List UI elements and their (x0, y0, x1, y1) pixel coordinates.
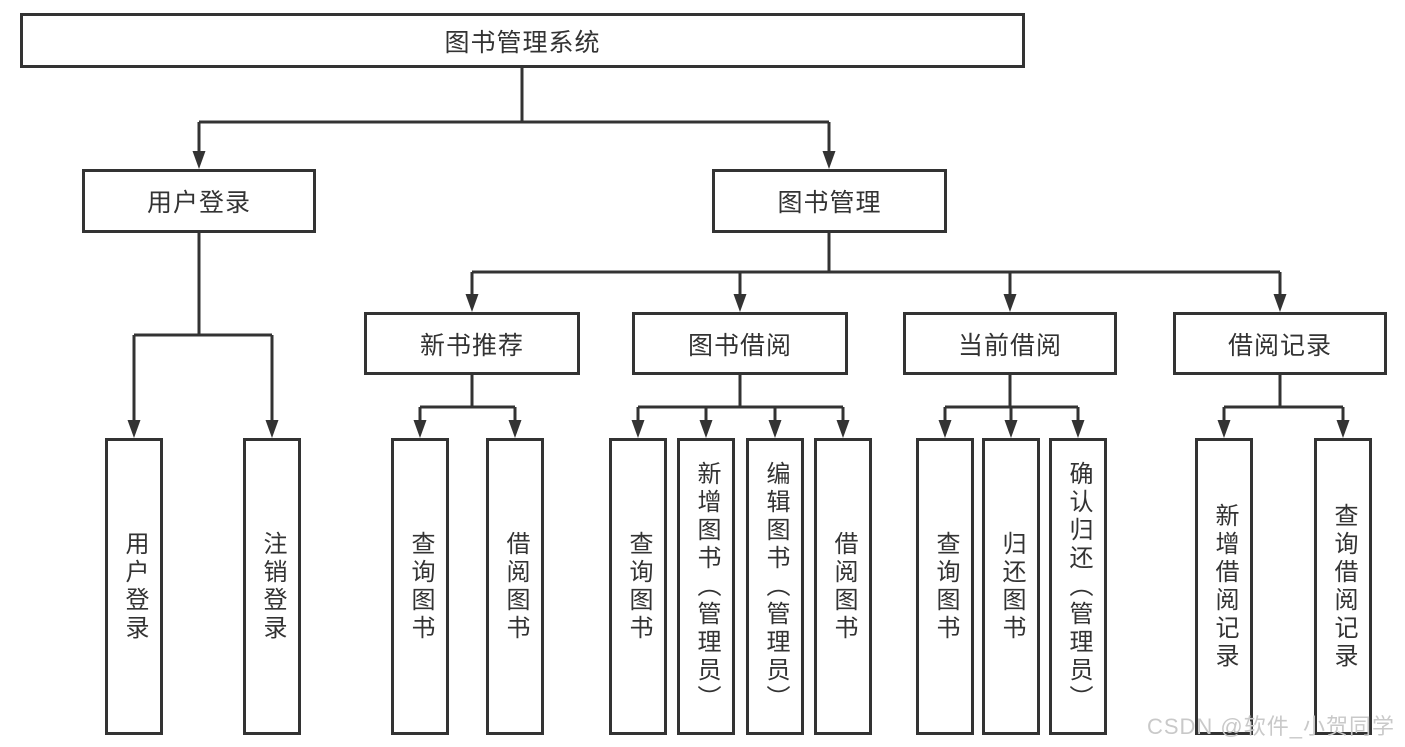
node-label: 当前借阅 (957, 331, 1062, 360)
node-label: 查询借阅记录 (1330, 502, 1357, 671)
edge-new-books-to-leaves (418, 375, 517, 424)
node-current-borrowing: 当前借阅 (903, 312, 1117, 375)
node-label: 确认归还（管理员） (1065, 460, 1092, 713)
arrowhead (631, 420, 645, 438)
leaf-user-login: 用户登录 (105, 438, 163, 735)
leaf-query-borrow-record: 查询借阅记录 (1314, 438, 1372, 735)
node-label: 借阅记录 (1227, 331, 1332, 360)
leaf-query-books-3: 查询图书 (916, 438, 974, 735)
node-label: 图书管理 (777, 189, 882, 217)
leaf-borrow-books-2: 借阅图书 (814, 438, 872, 735)
arrowhead (1004, 420, 1018, 438)
arrowhead (938, 420, 952, 438)
arrowhead (733, 294, 747, 312)
node-label: 新增借阅记录 (1211, 502, 1238, 671)
arrowhead (699, 420, 713, 438)
leaf-edit-books-admin: 编辑图书（管理员） (746, 438, 804, 735)
leaf-add-borrow-record: 新增借阅记录 (1195, 438, 1253, 735)
node-label: 新书推荐 (419, 331, 524, 360)
node-user-login: 用户登录 (82, 169, 316, 233)
leaf-add-books-admin: 新增图书（管理员） (677, 438, 735, 735)
node-book-management: 图书管理 (712, 169, 947, 233)
arrowhead (1071, 420, 1085, 438)
node-label: 编辑图书（管理员） (762, 460, 789, 713)
arrowhead (127, 420, 141, 438)
leaf-query-books-1: 查询图书 (391, 438, 449, 735)
node-label: 查询图书 (932, 530, 959, 643)
node-label: 图书借阅 (687, 331, 792, 360)
arrowhead (192, 151, 206, 169)
node-label: 注销登录 (259, 530, 286, 643)
edge-user-login-to-leaves (132, 233, 274, 424)
node-label: 查询图书 (407, 530, 434, 643)
leaf-confirm-return-admin: 确认归还（管理员） (1049, 438, 1107, 735)
arrowhead (768, 420, 782, 438)
node-new-book-recommend: 新书推荐 (364, 312, 580, 375)
arrowhead (508, 420, 522, 438)
edge-book-borrow-to-leaves (636, 375, 845, 424)
node-label: 借阅图书 (502, 530, 529, 643)
edge-borrow-records-to-leaves (1222, 375, 1345, 424)
node-label: 查询图书 (625, 530, 652, 643)
arrowhead (1336, 420, 1350, 438)
node-book-borrowing: 图书借阅 (632, 312, 848, 375)
edge-root-to-level2 (197, 68, 831, 155)
node-label: 用户登录 (146, 189, 251, 217)
arrowhead (1217, 420, 1231, 438)
node-label: 用户登录 (121, 530, 148, 643)
arrowhead (413, 420, 427, 438)
arrowhead (465, 294, 479, 312)
arrowhead (1273, 294, 1287, 312)
node-label: 新增图书（管理员） (693, 460, 720, 713)
arrowhead (822, 151, 836, 169)
leaf-borrow-books-1: 借阅图书 (486, 438, 544, 735)
edge-book-mgmt-to-level3 (470, 233, 1282, 298)
node-borrowing-records: 借阅记录 (1173, 312, 1387, 375)
node-library-system: 图书管理系统 (20, 13, 1025, 68)
node-label: 借阅图书 (830, 530, 857, 643)
leaf-logout: 注销登录 (243, 438, 301, 735)
node-label: 图书管理系统 (444, 28, 601, 57)
arrowhead (265, 420, 279, 438)
csdn-watermark: CSDN @软件_小贺同学 (1146, 714, 1395, 739)
arrowhead (836, 420, 850, 438)
leaf-return-books: 归还图书 (982, 438, 1040, 735)
edge-current-borrow-to-leaves (943, 375, 1080, 424)
node-label: 归还图书 (998, 530, 1025, 643)
arrowhead (1003, 294, 1017, 312)
leaf-query-books-2: 查询图书 (609, 438, 667, 735)
